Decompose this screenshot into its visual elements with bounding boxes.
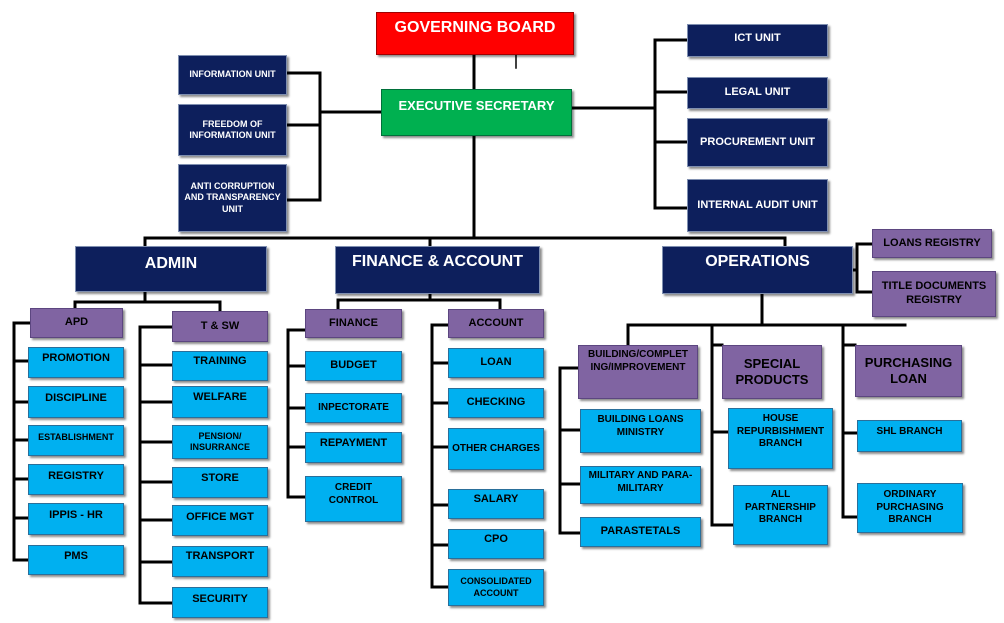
building-item-box: BUILDING LOANS MINISTRY bbox=[580, 409, 701, 453]
tsw-item-box: OFFICE MGT bbox=[172, 505, 268, 536]
tsw-item-box: PENSION/ INSURRANCE bbox=[172, 425, 268, 459]
purchasing-loan-box: PURCHASING LOAN bbox=[855, 345, 962, 397]
anti-corruption-unit-box: ANTI CORRUPTION AND TRANSPARENCY UNIT bbox=[178, 164, 287, 232]
internal-audit-unit-box: INTERNAL AUDIT UNIT bbox=[687, 179, 828, 232]
finance-item-box: REPAYMENT bbox=[305, 432, 402, 463]
tsw-item-box: SECURITY bbox=[172, 587, 268, 618]
account-item-box: OTHER CHARGES bbox=[448, 428, 544, 470]
building-improvement-box: BUILDING/COMPLET ING/IMPROVEMENT bbox=[578, 345, 698, 399]
finance-item-box: CREDIT CONTROL bbox=[305, 476, 402, 522]
tsw-item-box: STORE bbox=[172, 467, 268, 498]
account-item-box: CONSOLIDATED ACCOUNT bbox=[448, 569, 544, 606]
account-item-box: SALARY bbox=[448, 489, 544, 519]
procurement-unit-box: PROCUREMENT UNIT bbox=[687, 118, 828, 167]
purchasing-item-box: ORDINARY PURCHASING BRANCH bbox=[857, 483, 963, 533]
apd-item-box: DISCIPLINE bbox=[28, 386, 124, 418]
apd-item-box: PMS bbox=[28, 545, 124, 575]
legal-unit-box: LEGAL UNIT bbox=[687, 77, 828, 109]
finance-item-box: INPECTORATE bbox=[305, 393, 402, 423]
special-products-box: SPECIAL PRODUCTS bbox=[722, 345, 822, 399]
building-item-box: MILITARY AND PARA-MILITARY bbox=[580, 466, 701, 504]
ict-unit-box: ICT UNIT bbox=[687, 24, 828, 57]
admin-department-box: ADMIN bbox=[75, 246, 267, 292]
executive-secretary-box: EXECUTIVE SECRETARY bbox=[381, 89, 572, 136]
tsw-item-box: TRANSPORT bbox=[172, 546, 268, 577]
purchasing-item-box: SHL BRANCH bbox=[857, 420, 962, 452]
operations-department-box: OPERATIONS bbox=[662, 246, 853, 294]
account-item-box: LOAN bbox=[448, 348, 544, 378]
tsw-item-box: WELFARE bbox=[172, 386, 268, 418]
apd-item-box: REGISTRY bbox=[28, 464, 124, 495]
building-item-box: PARASTETALS bbox=[580, 517, 701, 547]
special-item-box: ALL PARTNERSHIP BRANCH bbox=[733, 485, 828, 545]
account-item-box: CPO bbox=[448, 529, 544, 559]
apd-item-box: PROMOTION bbox=[28, 347, 124, 378]
finance-box: FINANCE bbox=[305, 309, 402, 338]
tsw-box: T & SW bbox=[172, 311, 268, 342]
finance-account-department-box: FINANCE & ACCOUNT bbox=[335, 246, 540, 294]
loans-registry-box: LOANS REGISTRY bbox=[872, 229, 992, 258]
special-item-box: HOUSE REPURBISHMENT BRANCH bbox=[728, 408, 833, 469]
account-item-box: CHECKING bbox=[448, 388, 544, 418]
finance-item-box: BUDGET bbox=[305, 351, 402, 381]
apd-item-box: IPPIS - HR bbox=[28, 503, 124, 535]
title-documents-registry-box: TITLE DOCUMENTS REGISTRY bbox=[872, 271, 996, 317]
information-unit-box: INFORMATION UNIT bbox=[178, 55, 287, 95]
foi-unit-box: FREEDOM OF INFORMATION UNIT bbox=[178, 104, 287, 156]
apd-item-box: ESTABLISHMENT bbox=[28, 425, 124, 456]
tsw-item-box: TRAINING bbox=[172, 351, 268, 381]
apd-box: APD bbox=[30, 308, 123, 338]
account-box: ACCOUNT bbox=[448, 309, 544, 338]
governing-board-box: GOVERNING BOARD bbox=[376, 12, 574, 55]
